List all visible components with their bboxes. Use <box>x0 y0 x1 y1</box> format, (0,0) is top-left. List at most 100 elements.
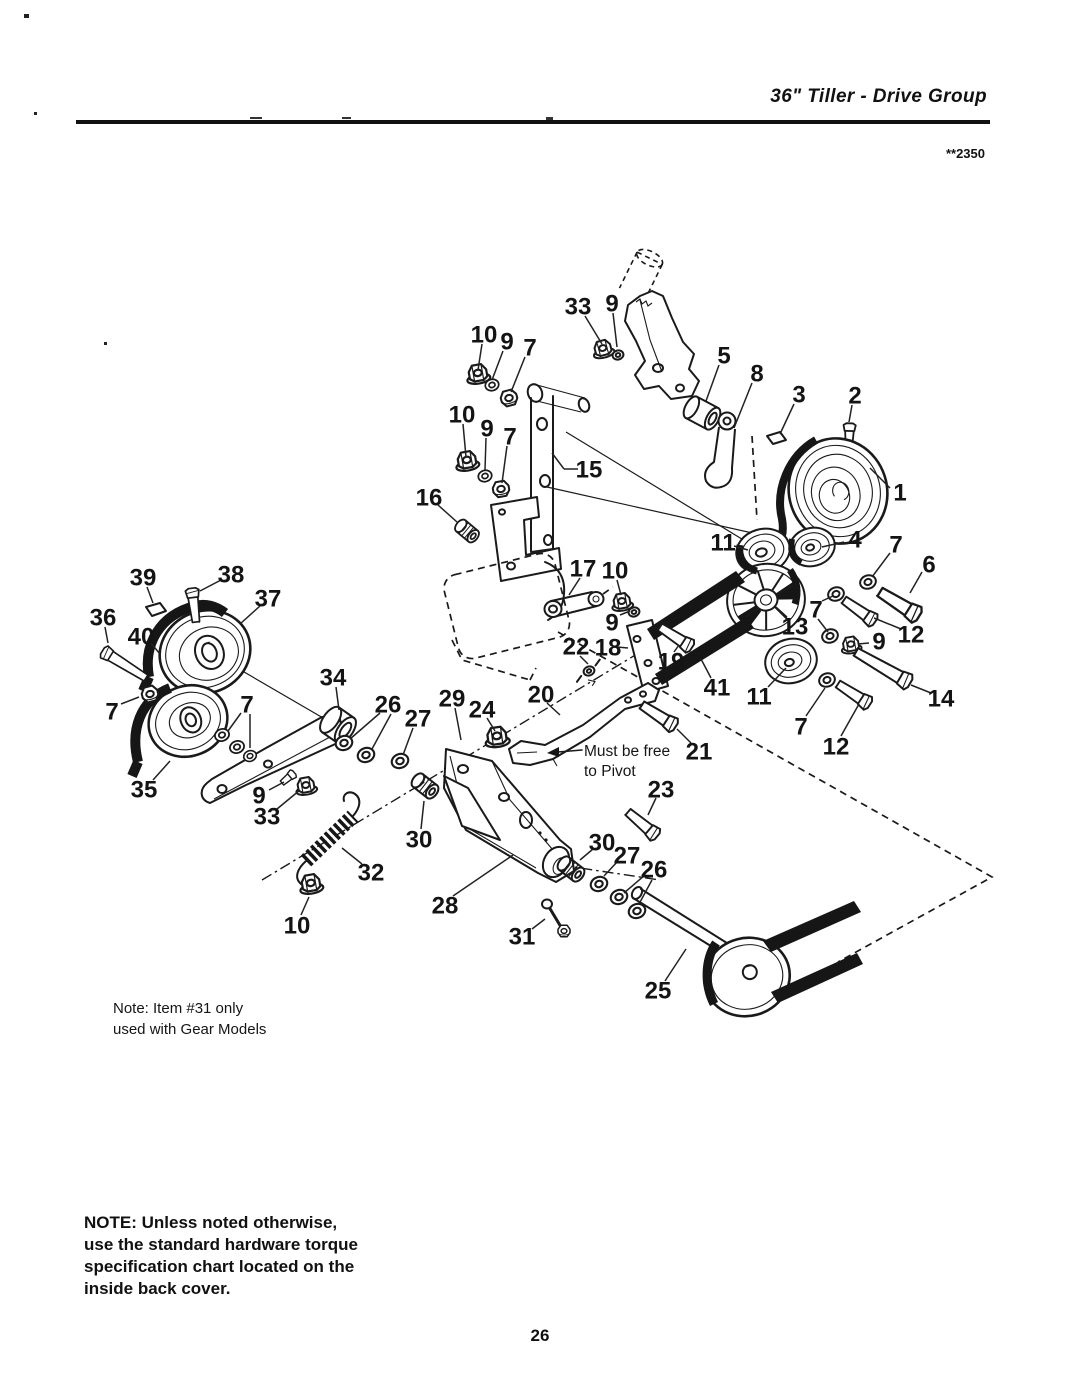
callout-12: 12 <box>823 734 850 761</box>
callout-7: 7 <box>794 714 807 741</box>
callout-3: 3 <box>792 382 805 409</box>
callout-9: 9 <box>872 629 885 656</box>
nut-part33 <box>293 774 319 798</box>
leader-line <box>335 686 340 711</box>
leader-line <box>501 445 508 484</box>
leader-line <box>857 642 870 645</box>
callout-37: 37 <box>255 586 282 613</box>
leader-line <box>349 712 381 740</box>
callout-41: 41 <box>704 675 731 702</box>
callout-33: 33 <box>565 294 592 321</box>
figure-note-line2: used with Gear Models <box>113 1021 267 1038</box>
leader-line <box>869 467 891 489</box>
washer-part9 <box>476 467 494 485</box>
callout-13: 13 <box>782 614 809 641</box>
leader-line <box>676 728 692 744</box>
callout-18: 18 <box>595 635 622 662</box>
callout-7: 7 <box>889 532 902 559</box>
leader-line <box>268 781 285 791</box>
nut-part10 <box>296 871 326 897</box>
leader-line <box>454 707 462 741</box>
spacer-part5 <box>682 395 722 431</box>
leader-line <box>546 702 561 716</box>
pivot-annotation: Must be free to Pivot <box>547 743 670 780</box>
callout-11: 11 <box>746 684 771 711</box>
washer-part7 <box>227 738 247 756</box>
callout-12: 12 <box>898 622 925 649</box>
leader-line <box>152 760 171 781</box>
callout-26: 26 <box>641 857 668 884</box>
leader-line <box>840 703 860 737</box>
callout-20: 20 <box>528 682 555 709</box>
nut-part10 <box>452 448 482 474</box>
scan-mark <box>250 117 262 119</box>
leader-line <box>371 713 392 750</box>
model-code: **2350 <box>945 146 985 161</box>
callout-17: 17 <box>570 556 597 583</box>
callout-4: 4 <box>848 527 862 554</box>
z-bracket <box>490 496 562 582</box>
leader-line <box>486 717 496 732</box>
washer-part27 <box>388 750 412 772</box>
nut-part33 <box>589 337 617 362</box>
callout-40: 40 <box>128 624 155 651</box>
leader-line <box>491 350 504 381</box>
centerline <box>751 435 758 521</box>
callout-7: 7 <box>503 424 516 451</box>
washer-part26 <box>354 744 378 766</box>
phantom-panel-edge <box>557 631 994 963</box>
page-number: 26 <box>530 1326 550 1345</box>
callout-26: 26 <box>375 692 402 719</box>
callout-19: 19 <box>658 649 685 676</box>
leader-line <box>402 727 414 756</box>
torque-note-line2: use the standard hardware torque <box>84 1235 358 1254</box>
leader-line <box>484 437 487 471</box>
callout-9: 9 <box>252 783 265 810</box>
callout-10: 10 <box>449 402 476 429</box>
annotation-line1: Must be free <box>584 743 670 760</box>
pulley-part11-lower <box>764 637 818 685</box>
callout-10: 10 <box>602 558 629 585</box>
leader-line <box>616 646 629 649</box>
washer-part7 <box>816 670 838 690</box>
callout-36: 36 <box>90 605 117 632</box>
pulley-part1 <box>787 437 889 545</box>
leader-line <box>477 343 483 371</box>
leader-line <box>638 879 653 905</box>
callout-29: 29 <box>439 686 466 713</box>
torque-note-line3: specification chart located on the <box>84 1257 355 1276</box>
leader-line <box>551 452 565 470</box>
callout-21: 21 <box>686 739 713 766</box>
leader-line <box>149 641 161 655</box>
callout-38: 38 <box>218 562 245 589</box>
scan-mark <box>342 117 351 119</box>
leader-line <box>705 364 720 402</box>
leader-line <box>300 896 310 916</box>
leader-line <box>910 684 932 694</box>
callout-39: 39 <box>130 565 157 592</box>
scan-mark <box>546 117 553 120</box>
callout-27: 27 <box>405 706 432 733</box>
leader-line <box>619 610 631 616</box>
bolt-part36 <box>97 644 152 686</box>
idler-arm-part35 <box>200 716 345 804</box>
leader-line <box>199 579 222 592</box>
torque-note-line1: NOTE: Unless noted otherwise, <box>84 1213 338 1232</box>
axis-line <box>565 431 756 548</box>
callout-5: 5 <box>717 343 730 370</box>
idler-part4 <box>788 526 836 568</box>
bolt-part6 <box>872 582 926 626</box>
leader-line <box>821 541 845 548</box>
swing-bracket-part28 <box>443 748 575 883</box>
bolt-part12 <box>837 592 881 629</box>
pulley-part35 <box>147 683 229 759</box>
leader-line <box>775 606 788 618</box>
callout-15: 15 <box>576 457 603 484</box>
leader-line <box>341 847 363 865</box>
leader-line <box>239 605 261 625</box>
bolt-part21 <box>635 696 681 735</box>
leader-line <box>871 552 891 578</box>
callout-27: 27 <box>614 843 641 870</box>
